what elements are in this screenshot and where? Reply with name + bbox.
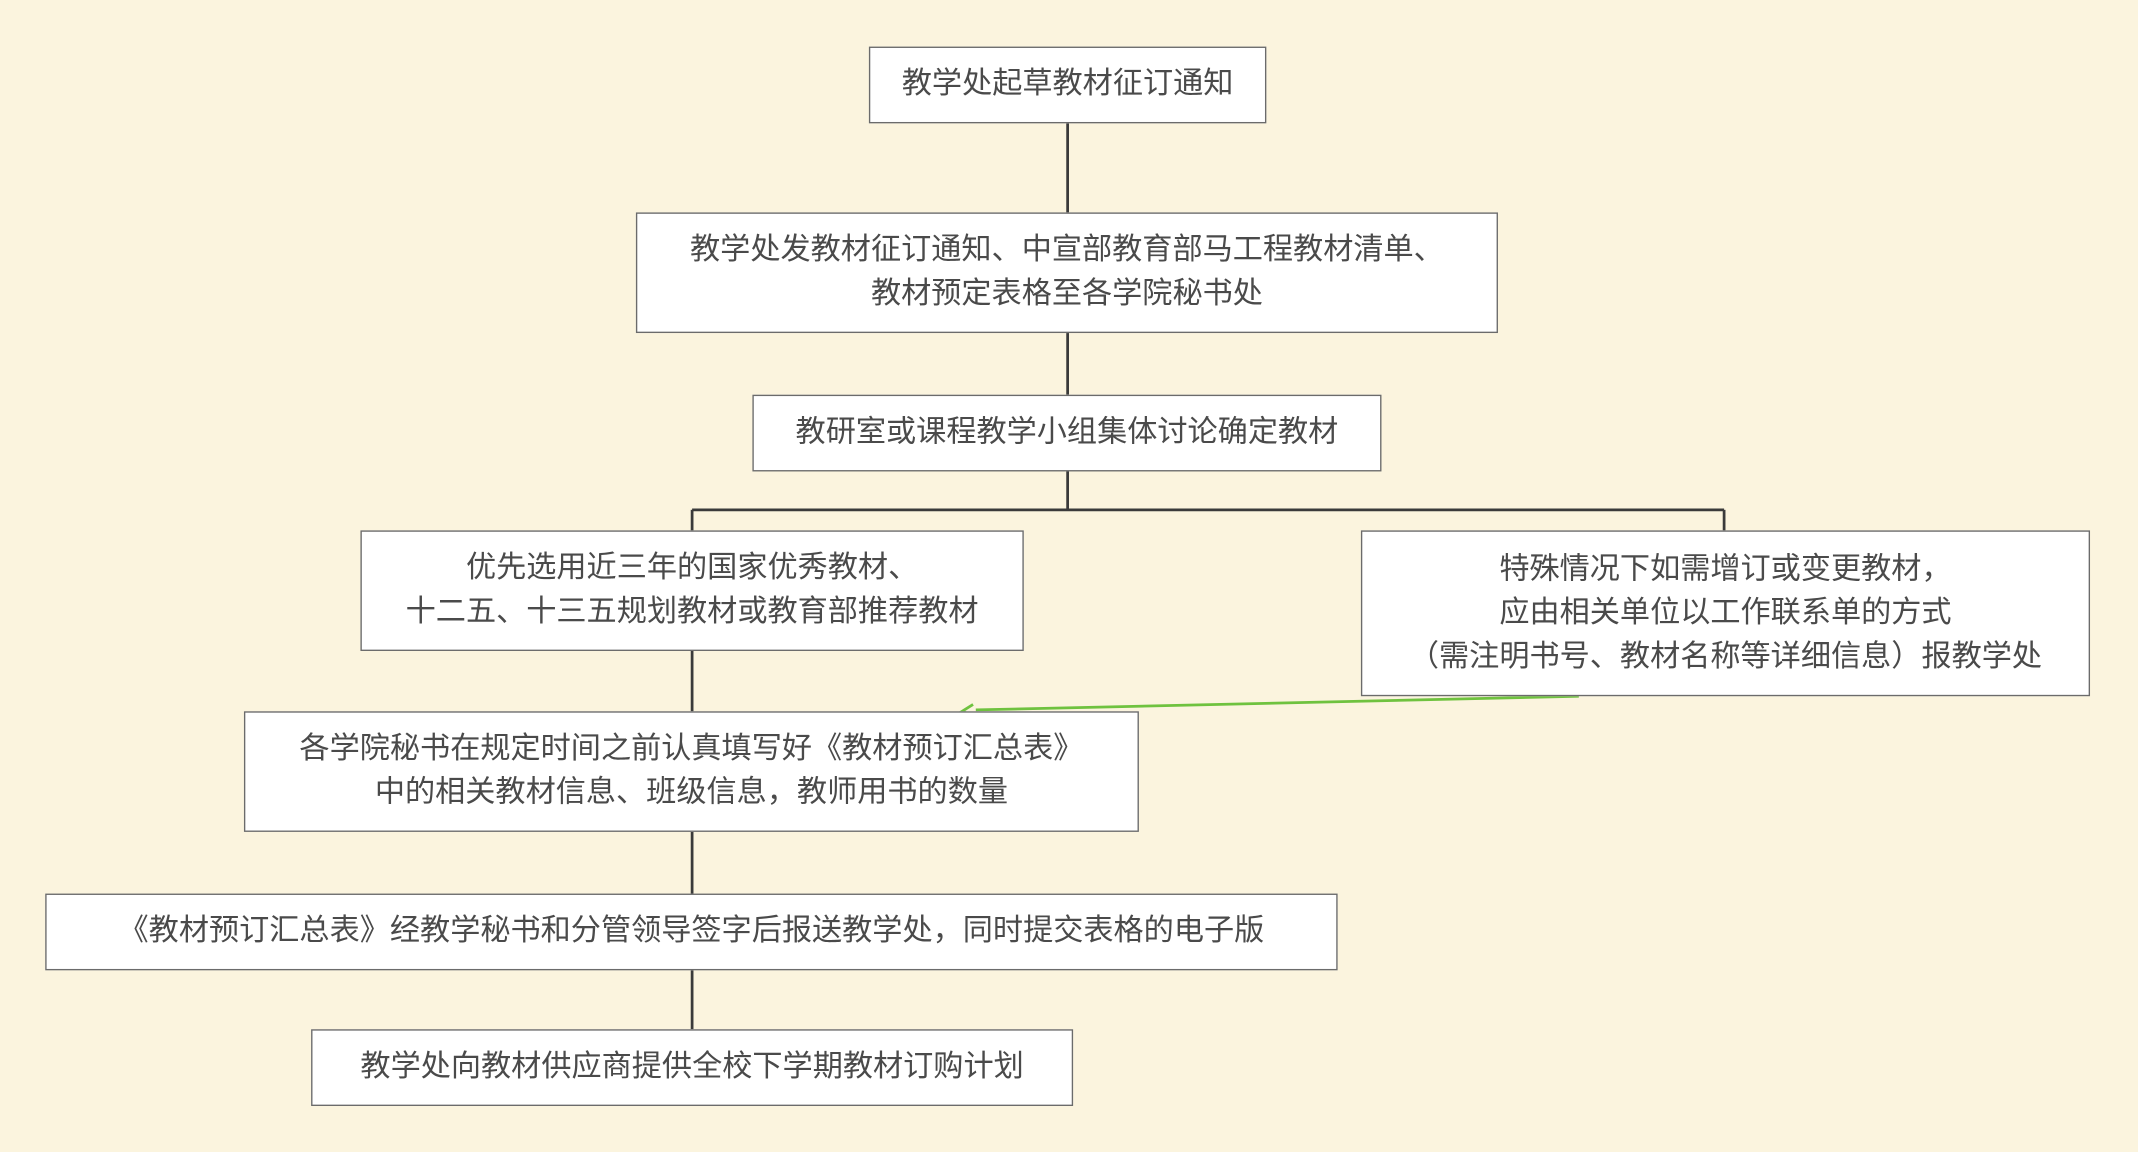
node-text-line: 教学处向教材供应商提供全校下学期教材订购计划 <box>360 1049 1024 1085</box>
node-text-line: 十二五、十三五规划教材或教育部推荐教材 <box>405 594 979 630</box>
node-text-line: 中的相关教材信息、班级信息，教师用书的数量 <box>374 775 1009 810</box>
node-preferred-selection: 优先选用近三年的国家优秀教材、 十二五、十三五规划教材或教育部推荐教材 <box>360 530 1024 651</box>
node-text-line: 应由相关单位以工作联系单的方式 <box>1499 595 1952 630</box>
node-text-line: 教学处起草教材征订通知 <box>901 67 1234 102</box>
node-send-notice: 教学处发教材征订通知、中宣部教育部马工程教材清单、 教材预定表格至各学院秘书处 <box>635 212 1498 334</box>
node-text-line: 优先选用近三年的国家优秀教材、 <box>465 550 919 586</box>
node-fill-summary-table: 各学院秘书在规定时间之前认真填写好《教材预订汇总表》 中的相关教材信息、班级信息… <box>243 711 1139 832</box>
node-text-line: 《教材预订汇总表》经教学秘书和分管领导签字后报送教学处，同时提交表格的电子版 <box>118 914 1265 949</box>
node-discuss-textbook: 教研室或课程教学小组集体讨论确定教材 <box>752 394 1382 472</box>
node-text-line: 特殊情况下如需增订或变更教材， <box>1499 551 1952 586</box>
node-text-line: 教研室或课程教学小组集体讨论确定教材 <box>795 415 1339 450</box>
node-text-line: 教学处发教材征订通知、中宣部教育部马工程教材清单、 <box>690 232 1444 268</box>
edge-n5-n6-arrow <box>975 694 1579 712</box>
node-text-line: 各学院秘书在规定时间之前认真填写好《教材预订汇总表》 <box>299 731 1084 767</box>
node-sign-and-submit: 《教材预订汇总表》经教学秘书和分管领导签字后报送教学处，同时提交表格的电子版 <box>45 893 1338 971</box>
node-text-line: （需注明书号、教材名称等详细信息）报教学处 <box>1408 639 2043 674</box>
node-special-cases: 特殊情况下如需增订或变更教材， 应由相关单位以工作联系单的方式 （需注明书号、教… <box>1360 530 2091 697</box>
node-text-line: 教材预定表格至各学院秘书处 <box>870 276 1263 312</box>
node-draft-notice: 教学处起草教材征订通知 <box>868 46 1267 124</box>
node-order-plan: 教学处向教材供应商提供全校下学期教材订购计划 <box>311 1029 1074 1107</box>
